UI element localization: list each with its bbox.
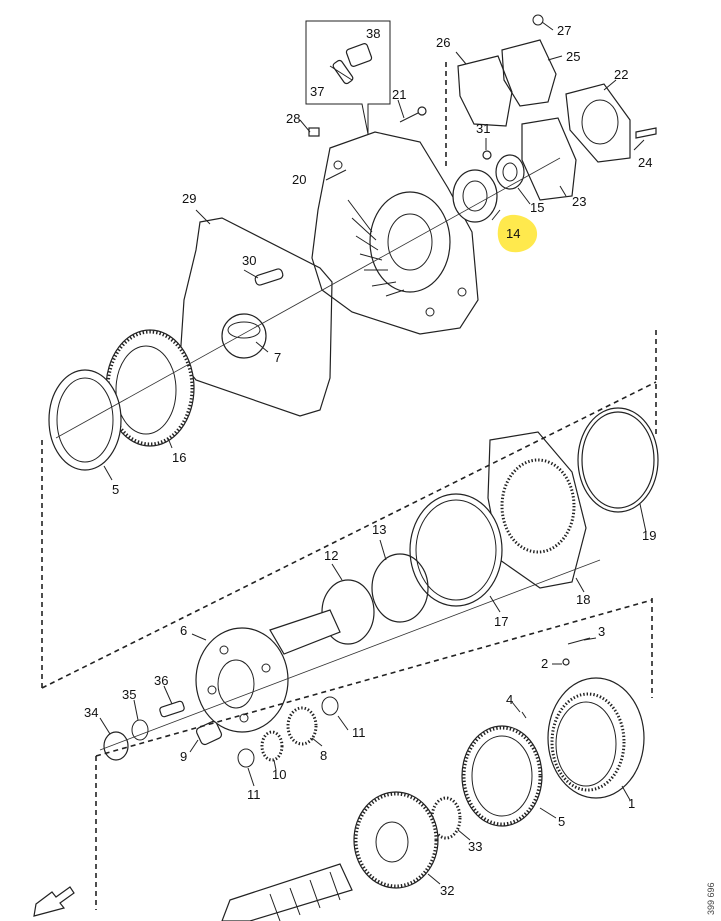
label-2: 2 [541,656,548,671]
document-id: 399 696 [706,882,716,915]
label-38: 38 [366,26,380,41]
label-30: 30 [242,253,256,268]
label-11-right: 11 [352,725,366,740]
label-27: 27 [557,23,571,38]
label-5-lower: 5 [558,814,565,829]
inset-box-37-38 [305,20,391,135]
fasteners [308,106,492,160]
label-25: 25 [566,49,580,64]
label-9: 9 [180,749,187,764]
housing-gasket-group [179,217,333,417]
label-16: 16 [172,450,186,465]
bearing-and-nut [452,154,525,223]
arrow-outline-icon [33,886,75,917]
top-plate-group [457,14,557,127]
planet-gear-parts [103,696,339,768]
label-18: 18 [576,592,590,607]
label-33: 33 [468,839,482,854]
label-26: 26 [436,35,450,50]
transmission-housing [311,131,479,335]
label-32: 32 [440,883,454,898]
label-12: 12 [324,548,338,563]
planet-carrier [195,609,341,733]
label-14: 14 [506,226,520,241]
label-36: 36 [154,673,168,688]
label-34: 34 [84,705,98,720]
label-13: 13 [372,522,386,537]
clutch-pack [321,407,659,645]
highlight-marker [497,214,538,253]
label-5-upper: 5 [112,482,119,497]
label-37: 37 [310,84,324,99]
ring-gear-upper [48,329,195,471]
label-3: 3 [598,624,605,639]
label-24: 24 [638,155,652,170]
sun-gear-group [221,791,462,921]
label-22: 22 [614,67,628,82]
label-19: 19 [642,528,656,543]
label-21: 21 [392,87,406,102]
leader-lines [99,21,647,885]
label-35: 35 [122,687,136,702]
label-29: 29 [182,191,196,206]
label-15: 15 [530,200,544,215]
label-4: 4 [506,692,513,707]
part-labels: 1 2 3 4 5 5 6 7 8 9 10 11 11 12 13 14 15… [84,23,656,898]
lower-ring-gear-group [461,637,645,827]
rear-cover-group [521,83,657,201]
label-7: 7 [274,350,281,365]
label-23: 23 [572,194,586,209]
label-10: 10 [272,767,286,782]
label-28: 28 [286,111,300,126]
label-20: 20 [292,172,306,187]
label-8: 8 [320,748,327,763]
dashed-assembly-frames [41,62,657,910]
label-11-bottom: 11 [247,787,261,802]
label-1: 1 [628,796,635,811]
label-31: 31 [476,121,490,136]
label-17: 17 [494,614,508,629]
label-6: 6 [180,623,187,638]
